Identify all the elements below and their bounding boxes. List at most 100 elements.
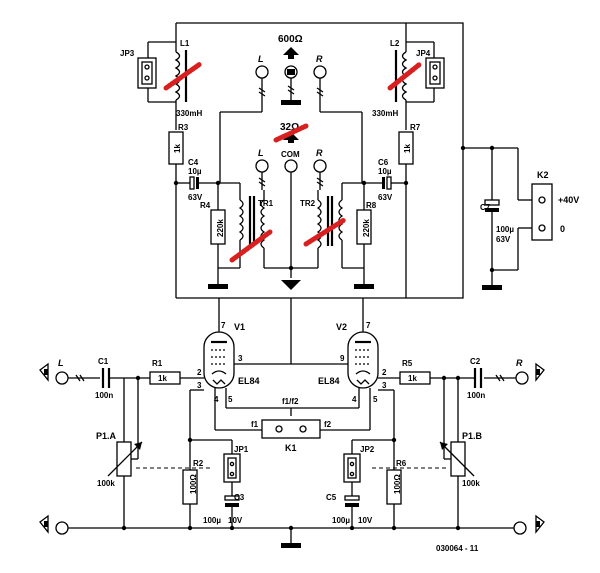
- l2-inductor: L2 330mH: [372, 39, 423, 130]
- drawing-code: 030064 - 11: [436, 544, 479, 553]
- r6-value: 100Ω: [393, 474, 402, 494]
- c6-volt: 63V: [378, 193, 393, 202]
- c3-label: C3: [234, 493, 245, 502]
- p1a-potentiometer: P1.A 100k: [96, 378, 210, 528]
- right-input: R C2 100n R5 1k: [399, 357, 545, 430]
- v2-type: EL84: [318, 376, 340, 386]
- r4-value: 220k: [216, 219, 225, 237]
- c7-capacitor: C7 100µ 63V: [480, 199, 514, 244]
- out32-r-label: R: [316, 148, 323, 158]
- r5-value: 1k: [408, 374, 417, 383]
- l1-value: 330mH: [176, 109, 202, 118]
- out32-label: 32Ω: [280, 122, 299, 133]
- c1-label: C1: [98, 357, 109, 366]
- c6-capacitor: C6 10µ 63V: [342, 158, 409, 202]
- p1a-value: 100k: [97, 479, 115, 488]
- out600-l-label: L: [258, 54, 264, 64]
- right-input-label: R: [516, 358, 523, 368]
- p1b-potentiometer: P1.B 100k: [372, 375, 483, 528]
- v1-pin3a: 3: [238, 354, 243, 363]
- left-input-label: L: [58, 358, 64, 368]
- r3-label: R3: [178, 123, 189, 132]
- output-32-jacks: 32Ω L COM R: [255, 122, 327, 290]
- k1-label: K1: [285, 443, 297, 453]
- tube-v2: 7 V2 9 2 3 4 5 EL84: [291, 298, 400, 460]
- tr2-transformer: TR2: [300, 183, 347, 268]
- out600-label: 600Ω: [278, 34, 303, 45]
- v2-label: V2: [336, 322, 347, 332]
- r3-resistor: R3 1k: [168, 123, 189, 298]
- l1-inductor: L1 330mH: [163, 39, 203, 130]
- c3-cap: 100µ: [203, 516, 221, 525]
- k2-plus-label: +40V: [558, 195, 579, 205]
- c2-value: 100n: [467, 391, 485, 400]
- p1b-label: P1.B: [462, 431, 483, 441]
- r3-value: 1k: [173, 144, 182, 153]
- out32-l-label: L: [258, 148, 264, 158]
- r5-label: R5: [402, 359, 413, 368]
- c5-label: C5: [326, 493, 337, 502]
- r2-label: R2: [193, 459, 204, 468]
- v2-pin7: 7: [366, 321, 371, 330]
- k1-f2-label: f2: [324, 420, 332, 429]
- p1a-label: P1.A: [96, 431, 117, 441]
- r7-resistor: R7 1k: [398, 123, 421, 298]
- jp1-label: JP1: [234, 445, 249, 454]
- v1-pin7: 7: [221, 321, 226, 330]
- tube-v1: 7 V1 3 2 3 4 5 EL84: [180, 298, 359, 460]
- c6-label: C6: [378, 158, 389, 167]
- r7-value: 1k: [403, 144, 412, 153]
- c7-label: C7: [480, 203, 491, 212]
- tr1-transformer: TR1: [229, 183, 274, 268]
- out600-r-label: R: [316, 54, 323, 64]
- jp4-jumper: JP4: [405, 23, 445, 103]
- v2-pin5: 5: [373, 395, 378, 404]
- v1-pin4: 4: [214, 395, 219, 404]
- v1-pin3b: 3: [197, 381, 202, 390]
- c2-label: C2: [470, 357, 481, 366]
- r1-value: 1k: [158, 374, 167, 383]
- r1-label: R1: [152, 359, 163, 368]
- jp2-label: JP2: [360, 445, 375, 454]
- c4-label: C4: [188, 158, 199, 167]
- v2-pin3: 3: [382, 381, 387, 390]
- c7-cap: 100µ: [496, 225, 514, 234]
- c3-volt: 10V: [228, 516, 243, 525]
- k1-connector: f1/f2 f1 f2 K1: [251, 397, 332, 453]
- supply-rail: [176, 22, 519, 299]
- c5-cap: 100µ: [332, 516, 350, 525]
- p1b-value: 100k: [462, 479, 480, 488]
- r2-value: 100Ω: [189, 474, 198, 494]
- r8-resistor: R8 220k: [342, 180, 377, 289]
- output-600-jacks: 600Ω L R: [219, 34, 363, 183]
- c7-volt: 63V: [496, 235, 511, 244]
- l2-label: L2: [390, 39, 400, 48]
- k2-label: K2: [537, 170, 549, 180]
- l2-value: 330mH: [372, 109, 398, 118]
- v2-pin2: 2: [382, 368, 387, 377]
- jp3-label: JP3: [120, 49, 135, 58]
- c6-cap: 10µ: [378, 167, 392, 176]
- jp3-jumper: JP3: [120, 23, 177, 103]
- r2-jp1-c3: R2 100Ω JP1 C3 100µ 10V: [182, 437, 249, 528]
- k2-zero-label: 0: [560, 224, 565, 234]
- k2-connector: K2 +40V 0: [518, 170, 579, 241]
- jp4-label: JP4: [416, 49, 431, 58]
- k1-f1f2-label: f1/f2: [282, 397, 299, 406]
- tr2-label: TR2: [300, 199, 316, 208]
- r4-resistor: R4 220k: [200, 180, 240, 289]
- l1-label: L1: [180, 39, 190, 48]
- r8-value: 220k: [362, 219, 371, 237]
- c4-capacitor: C4 10µ 63V: [173, 158, 240, 202]
- v2-pin9: 9: [340, 354, 345, 363]
- ground-rail: [39, 514, 545, 548]
- r7-label: R7: [410, 123, 421, 132]
- left-input: L C1 100n R1 1k: [39, 357, 181, 430]
- com-label: COM: [281, 150, 300, 159]
- r6-label: R6: [396, 459, 407, 468]
- v1-type: EL84: [238, 376, 260, 386]
- r4-label: R4: [200, 201, 211, 210]
- k1-f1-label: f1: [251, 420, 259, 429]
